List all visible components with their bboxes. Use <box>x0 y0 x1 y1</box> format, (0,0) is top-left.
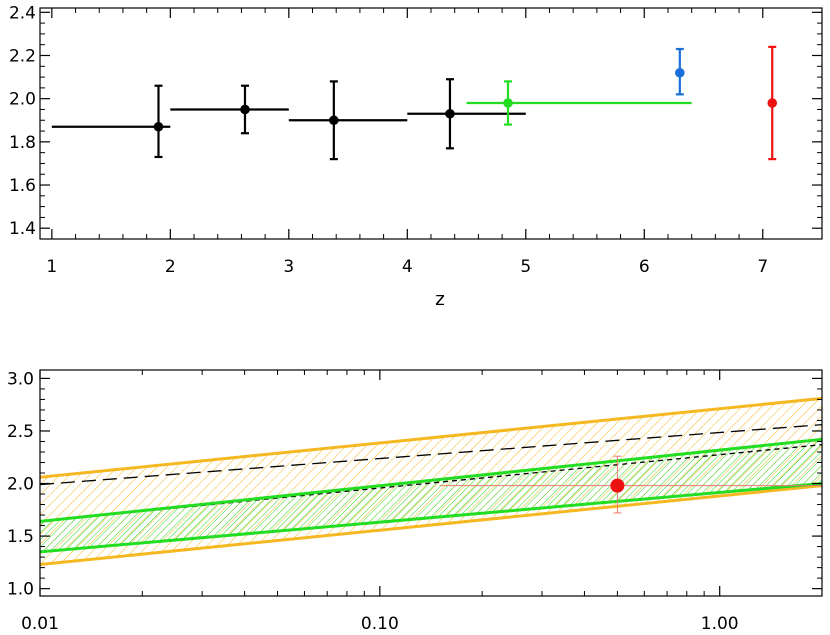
bottom-data-point <box>610 478 625 493</box>
top-x-axis-label: z <box>435 289 444 310</box>
top-x-tick-label: 6 <box>639 257 650 277</box>
bottom-band-edge-upper <box>40 437 822 523</box>
top-y-tick-label: 1.8 <box>9 133 36 153</box>
bottom-x-tick-label: 0.01 <box>21 614 59 634</box>
bottom-band-edge-lower <box>40 484 822 566</box>
top-y-tick-label: 2.4 <box>9 3 36 23</box>
top-x-tick-label: 4 <box>402 257 413 277</box>
bottom-band-edge-upper <box>40 396 822 479</box>
bottom-panel: 0.01 0.10 1.00 1.0 1.5 2.0 2.5 3.0 <box>7 369 823 634</box>
bottom-band-edge-lower <box>40 482 822 554</box>
top-data-point <box>329 115 339 126</box>
top-y-tick-label: 1.6 <box>9 176 36 196</box>
top-data-point <box>153 121 164 132</box>
top-data-point <box>503 98 513 108</box>
top-axis-ticks: 1 2 3 4 5 6 7 1.4 1.6 1.8 2.0 2.2 2.4 <box>9 3 822 277</box>
bottom-band-fill <box>40 439 822 552</box>
bottom-dashed-line <box>40 424 822 486</box>
top-x-tick-label: 7 <box>757 257 768 277</box>
top-data-marks <box>51 45 778 161</box>
top-panel: 1 2 3 4 5 6 7 1.4 1.6 1.8 2.0 2.2 2.4 z <box>9 3 823 310</box>
top-x-tick-label: 5 <box>520 257 531 277</box>
bottom-y-tick-label: 3.0 <box>7 369 34 389</box>
top-data-point <box>240 104 250 115</box>
top-y-tick-label: 1.4 <box>9 219 36 239</box>
top-x-tick-label: 2 <box>165 257 176 277</box>
top-data-point <box>445 108 455 119</box>
top-x-tick-label: 1 <box>46 257 57 277</box>
top-data-point <box>675 67 685 78</box>
bottom-x-tick-label: 1.00 <box>701 614 739 634</box>
top-y-tick-label: 2.2 <box>9 46 36 66</box>
top-data-point <box>767 98 778 108</box>
top-x-tick-label: 3 <box>283 257 294 277</box>
top-y-tick-label: 2.0 <box>9 90 36 110</box>
bottom-axis-ticks: 0.01 0.10 1.00 1.0 1.5 2.0 2.5 3.0 <box>7 369 822 634</box>
bottom-data-marks <box>40 396 822 566</box>
bottom-y-tick-label: 1.0 <box>7 580 34 600</box>
bottom-y-tick-label: 2.0 <box>7 475 34 495</box>
bottom-y-tick-label: 1.5 <box>7 527 34 547</box>
bottom-x-tick-label: 0.10 <box>361 614 399 634</box>
bottom-y-tick-label: 2.5 <box>7 422 34 442</box>
